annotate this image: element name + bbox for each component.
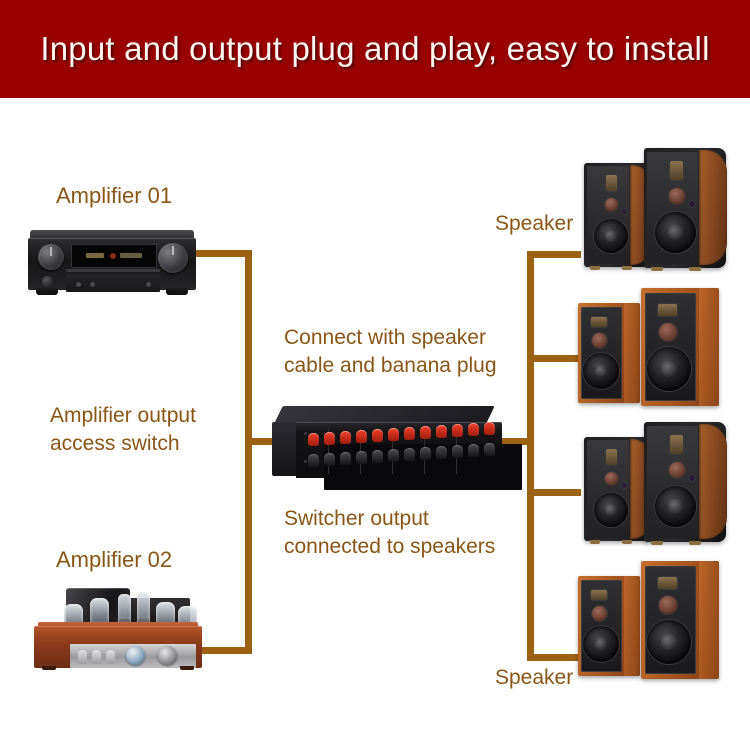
line-amp01-to-spine xyxy=(196,250,252,257)
binding-post-black[interactable] xyxy=(372,450,383,463)
receiver-knob-right xyxy=(158,243,188,273)
binding-post-red[interactable] xyxy=(308,433,319,446)
binding-post-black[interactable] xyxy=(356,451,367,464)
switcher-channel-divider xyxy=(328,428,329,474)
speaker-pair-1-left xyxy=(584,163,653,270)
binding-post-red[interactable] xyxy=(468,423,479,436)
receiver-control-dot xyxy=(76,282,81,287)
speaker-switcher-box xyxy=(272,406,522,490)
tube-amp-foot xyxy=(180,666,194,670)
tube-amp-foot xyxy=(42,666,56,670)
banner-title: Input and output plug and play, easy to … xyxy=(40,30,710,67)
label-amplifier-02: Amplifier 02 xyxy=(56,547,173,572)
receiver-display xyxy=(71,244,157,268)
line-spine-to-switcher xyxy=(245,438,283,445)
label-connect-line2: cable and banana plug xyxy=(284,354,497,377)
receiver-control-dot xyxy=(146,282,151,287)
binding-post-red[interactable] xyxy=(404,427,415,440)
label-switcher-out-line1: Switcher output xyxy=(284,507,429,530)
label-switcher-output: Switcher output connected to speakers xyxy=(284,505,495,561)
receiver-divider xyxy=(66,269,160,272)
label-amplifier-01: Amplifier 01 xyxy=(56,183,173,208)
switcher-screw xyxy=(304,460,307,463)
binding-post-red[interactable] xyxy=(388,428,399,441)
line-branch-speaker-3 xyxy=(527,489,581,496)
vacuum-tube xyxy=(156,602,175,628)
binding-post-black[interactable] xyxy=(324,453,335,466)
vacuum-tube xyxy=(90,598,109,624)
label-connect-line1: Connect with speaker xyxy=(284,326,486,349)
line-amp02-to-spine xyxy=(196,647,252,654)
label-amplifier-output-switch: Amplifier output access switch xyxy=(50,402,196,458)
binding-post-red[interactable] xyxy=(324,432,335,445)
binding-post-black[interactable] xyxy=(468,444,479,457)
binding-post-black[interactable] xyxy=(452,445,463,458)
speaker-pair-2-left xyxy=(578,303,640,403)
speaker-pair-1-right xyxy=(644,148,727,271)
receiver-control-dot xyxy=(90,282,95,287)
binding-post-black[interactable] xyxy=(484,443,495,456)
receiver-foot xyxy=(166,288,188,295)
speaker-pair-3-left xyxy=(584,437,653,544)
binding-post-red[interactable] xyxy=(340,431,351,444)
tube-amp-toggle xyxy=(78,650,87,664)
line-switcher-to-right-spine xyxy=(500,438,534,445)
receiver-body xyxy=(28,238,196,292)
binding-post-black[interactable] xyxy=(420,447,431,460)
tube-amplifier-02 xyxy=(34,586,202,670)
tube-amp-vu-dial xyxy=(126,646,145,665)
label-amp-out-line1: Amplifier output xyxy=(50,404,196,427)
label-connect-banana-plug: Connect with speaker cable and banana pl… xyxy=(284,324,497,380)
tube-amp-volume-knob xyxy=(158,646,177,665)
binding-post-red[interactable] xyxy=(452,424,463,437)
label-switcher-out-line2: connected to speakers xyxy=(284,535,496,558)
switcher-left-side xyxy=(272,422,298,476)
receiver-knob-left xyxy=(38,244,64,270)
switcher-screw xyxy=(304,432,307,435)
binding-post-red[interactable] xyxy=(420,426,431,439)
binding-post-black[interactable] xyxy=(436,446,447,459)
binding-post-red[interactable] xyxy=(436,425,447,438)
line-branch-speaker-2 xyxy=(527,355,581,362)
label-speaker-bottom: Speaker xyxy=(495,666,574,689)
speaker-pair-3-right xyxy=(644,422,727,545)
tube-amp-toggle xyxy=(106,650,115,664)
line-branch-speaker-1 xyxy=(527,251,581,258)
speaker-pair-2-right xyxy=(641,288,719,406)
tube-amp-toggle xyxy=(92,650,101,664)
binding-post-red[interactable] xyxy=(484,422,495,435)
label-speaker-top: Speaker xyxy=(495,212,574,235)
line-left-spine xyxy=(245,250,252,654)
receiver-top-panel xyxy=(30,230,194,240)
binding-post-red[interactable] xyxy=(372,429,383,442)
binding-post-black[interactable] xyxy=(308,454,319,467)
header-banner: Input and output plug and play, easy to … xyxy=(0,0,750,98)
binding-post-black[interactable] xyxy=(404,448,415,461)
receiver-lower-panel xyxy=(66,274,160,292)
speaker-pair-4-right xyxy=(641,561,719,679)
line-branch-speaker-4 xyxy=(527,654,581,661)
line-right-spine xyxy=(527,251,534,661)
receiver-headphone-jack xyxy=(42,276,53,287)
receiver-foot xyxy=(36,288,58,295)
binding-post-black[interactable] xyxy=(388,449,399,462)
av-receiver-amplifier-01 xyxy=(28,230,196,298)
label-amp-out-line2: access switch xyxy=(50,432,180,455)
binding-post-red[interactable] xyxy=(356,430,367,443)
binding-post-black[interactable] xyxy=(340,452,351,465)
speaker-pair-4-left xyxy=(578,576,640,676)
